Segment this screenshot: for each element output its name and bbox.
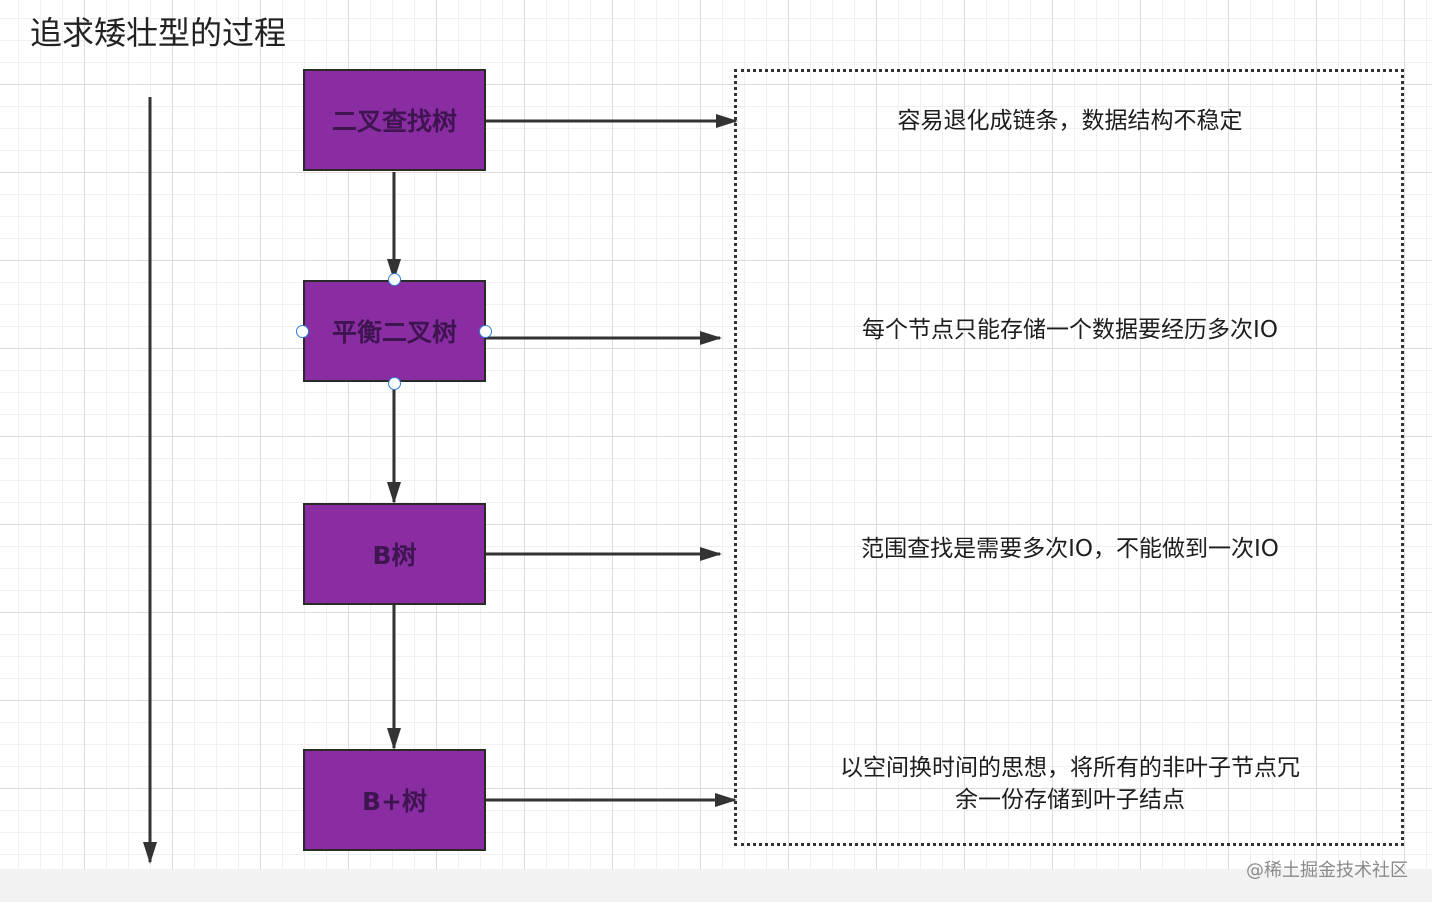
connection-handle-right[interactable] xyxy=(479,325,492,338)
connection-handle-bottom[interactable] xyxy=(388,377,401,390)
description-btree: 范围查找是需要多次IO，不能做到一次IO xyxy=(861,536,1279,562)
node-btree[interactable]: B树 xyxy=(303,503,486,605)
watermark: @稀土掘金技术社区 xyxy=(1246,860,1408,881)
node-btree-label: B树 xyxy=(372,541,417,570)
connection-handle-top[interactable] xyxy=(388,273,401,286)
node-avl-label: 平衡二叉树 xyxy=(331,318,457,347)
description-avl: 每个节点只能存储一个数据要经历多次IO xyxy=(862,317,1278,343)
description-bst: 容易退化成链条，数据结构不稳定 xyxy=(897,108,1243,134)
node-bst[interactable]: 二叉查找树 xyxy=(303,69,486,171)
node-bplustree[interactable]: B+树 xyxy=(303,749,486,851)
connection-handle-left[interactable] xyxy=(296,325,309,338)
node-bst-label: 二叉查找树 xyxy=(331,107,457,136)
node-bplustree-label: B+树 xyxy=(361,787,427,816)
footer-bar xyxy=(0,869,1432,902)
node-avl[interactable]: 平衡二叉树 xyxy=(303,280,486,382)
diagram-title: 追求矮壮型的过程 xyxy=(30,14,287,52)
description-bplustree-line2: 余一份存储到叶子结点 xyxy=(955,787,1185,813)
description-container xyxy=(734,69,1404,846)
description-bplustree-line1: 以空间换时间的思想，将所有的非叶子节点冗 xyxy=(840,755,1300,781)
